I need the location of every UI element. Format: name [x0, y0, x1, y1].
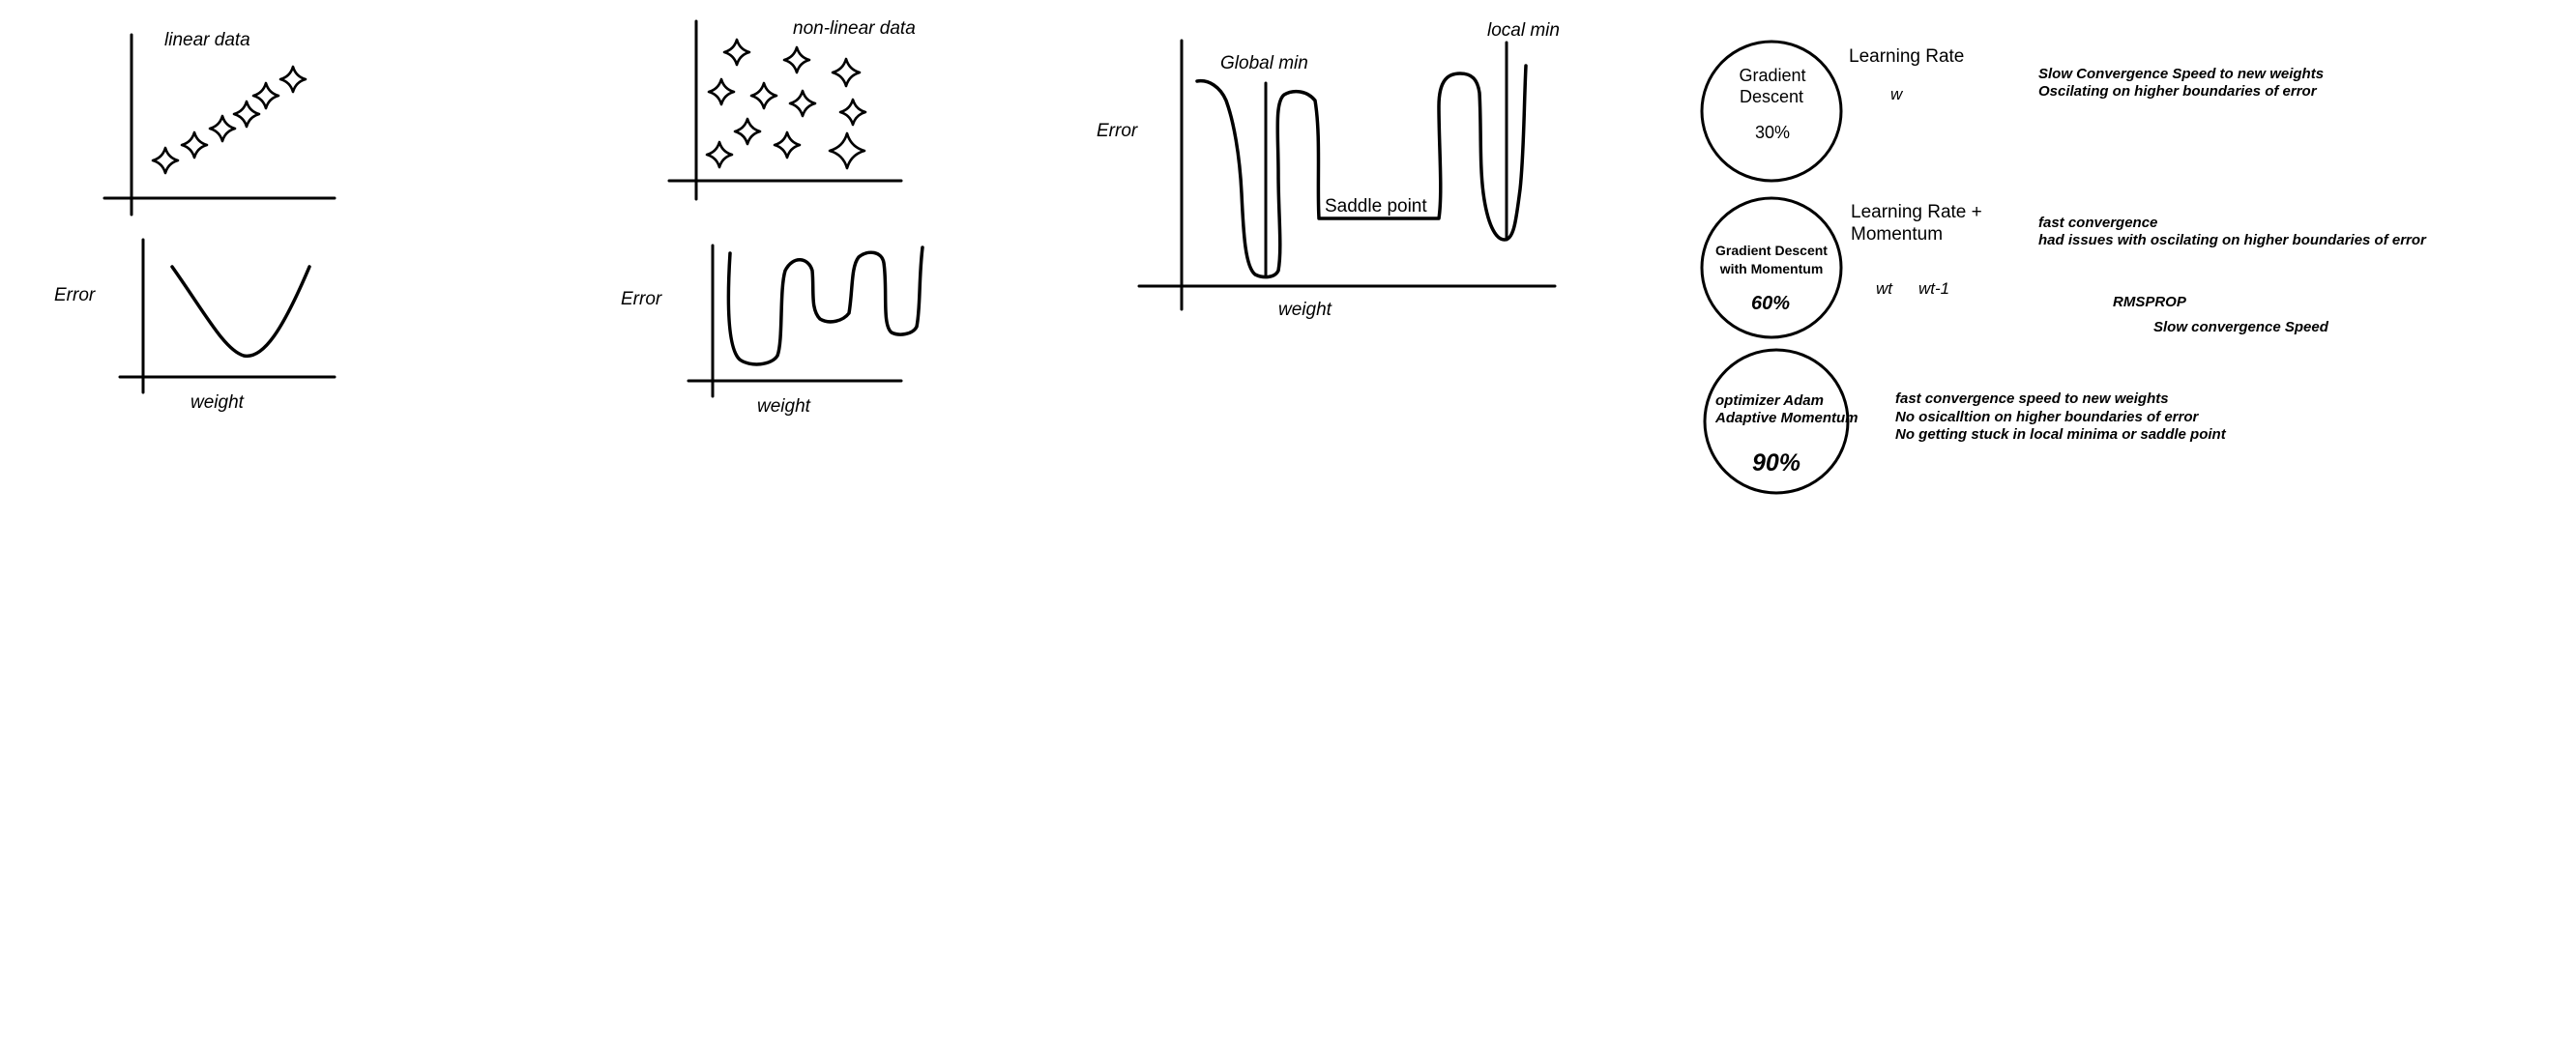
non-linear-data-label: non-linear data [793, 18, 916, 39]
data-point-marker [838, 98, 867, 127]
local-min-label: local min [1487, 20, 1560, 41]
data-point-marker [733, 117, 762, 146]
learning-rate-label: Learning Rate [1849, 46, 1964, 67]
weight-axis-label: weight [190, 392, 245, 413]
optimizer-note-line2: Oscilating on higher boundaries of error [2038, 83, 2318, 100]
weight-axis-label: weight [757, 396, 811, 417]
data-point-marker [828, 131, 866, 170]
optimizer-percent: 30% [1755, 123, 1790, 142]
learning-rate-momentum-label-line2: Momentum [1851, 224, 1943, 245]
wavy-error-curve [726, 246, 924, 366]
error-landscape-curve [1195, 64, 1528, 279]
error-landscape-sketch: Error Global min local min Saddle point … [1097, 20, 1560, 320]
rmsprop-note: Slow convergence Speed [2153, 319, 2329, 335]
optimizer-name-line2: Adaptive Momentum [1714, 410, 1859, 426]
optimizer-note-line2: had issues with oscilating on higher bou… [2038, 232, 2427, 248]
linear-data-label: linear data [164, 30, 250, 50]
gradient-descent-block: Gradient Descent 30% Learning Rate w Slo… [1700, 40, 2324, 183]
data-point-marker [782, 45, 811, 74]
weight-symbol: w [1890, 85, 1904, 103]
adam-block: optimizer Adam Adaptive Momentum 90% fas… [1703, 348, 2227, 495]
data-point-marker [722, 38, 751, 67]
optimizer-note-line2: No osicalltion on higher boundaries of e… [1895, 409, 2200, 425]
linear-data-scatter-sketch: linear data [102, 30, 337, 217]
data-point-marker [705, 140, 734, 169]
data-point-marker [180, 130, 209, 159]
data-point-marker [749, 81, 778, 110]
optimizer-note-line3: No getting stuck in local minima or sadd… [1895, 426, 2227, 443]
data-point-marker [278, 65, 307, 94]
data-point-marker [232, 100, 261, 129]
error-axis-label: Error [621, 289, 662, 309]
rmsprop-label: RMSPROP [2113, 294, 2187, 310]
optimizer-percent: 60% [1751, 293, 1790, 314]
error-axis-label: Error [54, 285, 96, 305]
momentum-block: Gradient Descent with Momentum 60% Learn… [1700, 196, 2427, 339]
error-axis-label: Error [1097, 121, 1138, 141]
optimizer-name-line1: Gradient Descent [1715, 243, 1828, 258]
optimizer-note-line1: fast convergence speed to new weights [1895, 390, 2169, 407]
data-point-marker [251, 81, 280, 110]
non-linear-data-scatter-sketch: non-linear data [667, 18, 916, 201]
optimizer-note-line1: fast convergence [2038, 215, 2157, 231]
data-point-marker [788, 89, 817, 118]
data-point-marker [208, 114, 237, 143]
optimizer-name-line2: with Momentum [1719, 261, 1824, 276]
data-point-marker [707, 77, 736, 106]
optimizer-percent: 90% [1752, 449, 1800, 477]
momentum-circle [1700, 196, 1843, 339]
learning-rate-momentum-label-line1: Learning Rate + [1851, 202, 1982, 222]
weight-symbol-previous: wt-1 [1918, 279, 1949, 298]
gradient-descent-circle [1700, 40, 1843, 183]
convex-error-curve [170, 265, 311, 359]
weight-axis-label: weight [1278, 300, 1332, 320]
convex-error-sketch: Error weight [54, 238, 337, 413]
adam-circle [1703, 348, 1850, 495]
data-point-marker [151, 146, 180, 175]
data-point-marker [773, 130, 802, 159]
weight-symbol-current: wt [1876, 279, 1893, 298]
optimizer-note-line1: Slow Convergence Speed to new weights [2038, 66, 2324, 82]
optimizer-name-line2: Descent [1740, 87, 1803, 106]
saddle-point-label: Saddle point [1325, 196, 1427, 217]
global-min-label: Global min [1220, 53, 1308, 73]
optimizer-name-line1: Gradient [1739, 66, 1805, 85]
optimizer-name-line1: optimizer Adam [1715, 392, 1824, 409]
non-convex-error-sketch: Error weight [621, 244, 924, 417]
data-point-marker [831, 57, 862, 88]
